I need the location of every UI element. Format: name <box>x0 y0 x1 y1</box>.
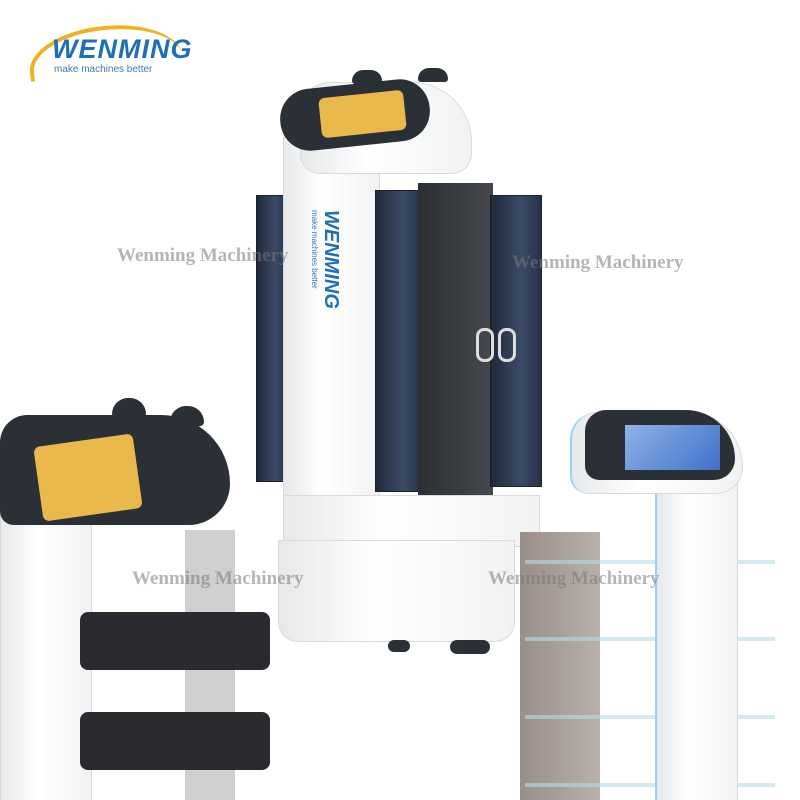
logo-tagline: make machines better <box>54 64 153 75</box>
cabinet-door <box>418 183 493 498</box>
ear-left <box>112 398 146 418</box>
tray-upper <box>80 612 270 670</box>
watermark: Wenming Machinery <box>117 245 289 266</box>
ear-right <box>418 68 448 82</box>
left-face-screen <box>33 433 143 522</box>
right-robot-column <box>655 470 738 800</box>
door-handle-right <box>498 328 516 362</box>
logo-brand: WENMING <box>52 34 193 64</box>
watermark: Wenming Machinery <box>512 252 684 273</box>
door-handle-left <box>476 328 494 362</box>
compartment-panel <box>375 190 422 492</box>
shelf-glass <box>525 637 775 641</box>
shelf-glass <box>525 715 775 719</box>
right-back-panel <box>520 532 600 800</box>
touch-screen <box>625 425 720 470</box>
wheel <box>450 640 490 654</box>
robot-logo-brand: WENMING <box>320 210 342 309</box>
ear-left <box>352 70 382 84</box>
shelf-glass <box>525 783 775 787</box>
robot-waist <box>283 495 540 547</box>
robot-logo-tagline: make machines better <box>310 210 319 289</box>
robot-logo: WENMING make machines better <box>292 210 352 320</box>
watermark: Wenming Machinery <box>488 568 660 589</box>
shelf-glass <box>525 560 775 564</box>
robot-base <box>278 540 515 642</box>
ear-right <box>170 406 204 426</box>
left-door-panel <box>256 195 288 482</box>
robot-column <box>283 110 380 512</box>
tray-lower <box>80 712 270 770</box>
watermark: Wenming Machinery <box>132 568 304 589</box>
wheel <box>388 640 410 652</box>
